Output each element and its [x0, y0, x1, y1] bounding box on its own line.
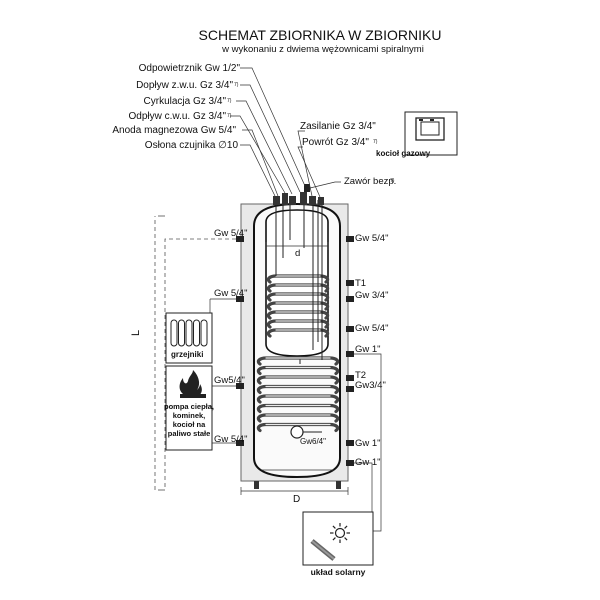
sun-icon — [330, 523, 350, 543]
gas-boiler-label: kocioł gazowy — [376, 149, 431, 158]
right-port-2: Gw 3/4" — [355, 290, 388, 301]
solar-system: układ solarny — [302, 511, 374, 577]
right-port-5: Gw3/4" — [355, 380, 386, 391]
leader-lines — [230, 67, 341, 198]
solar-label: układ solarny — [311, 567, 366, 577]
label-vent: Odpowietrznik Gw 1/2" — [139, 63, 241, 74]
sun-ray — [332, 537, 336, 541]
label-circulation: Cyrkulacja Gz 3/4" — [144, 96, 227, 107]
radiators-label: grzejniki — [171, 350, 203, 359]
radiators: grzejniki — [165, 312, 213, 364]
diagram-subtitle: w wykonaniu z dwiema wężownicami spiraln… — [221, 44, 424, 55]
sensor-t1: T1 — [355, 278, 366, 289]
svg-text:7): 7) — [227, 98, 232, 104]
svg-text:7): 7) — [390, 178, 395, 184]
right-port-4: Gw 1" — [355, 344, 381, 355]
label-supply: Zasilanie Gz 3/4" — [300, 121, 376, 132]
svg-text:D: D — [293, 494, 300, 505]
sensor-t2: T2 — [355, 370, 366, 381]
right-port-1: Gw 5/4" — [355, 233, 388, 244]
sun-ray — [332, 525, 336, 529]
label-return: Powrót Gz 3/4" — [302, 137, 369, 148]
radiator-fin — [185, 319, 193, 347]
top-nozzles — [273, 184, 324, 205]
right-port-6: Gw 1" — [355, 438, 381, 449]
left-port-3: Gw5/4" — [214, 375, 245, 386]
svg-text:7): 7) — [373, 139, 378, 145]
radiator-fin — [200, 319, 208, 347]
radiator-fin — [170, 319, 178, 347]
radiator-fin — [178, 319, 185, 347]
right-port-3: Gw 5/4" — [355, 323, 388, 334]
diagram-title: SCHEMAT ZBIORNIKA W ZBIORNIKU — [199, 27, 442, 43]
svg-text:7): 7) — [227, 113, 232, 119]
height-label: L — [130, 330, 142, 336]
heat-source-line-2: kominek, — [173, 411, 206, 420]
top-labels: Odpowietrznik Gw 1/2" Dopływ z.w.u. Gz 3… — [112, 63, 396, 187]
left-port-labels: Gw 5/4" Gw 5/4" Gw5/4" Gw 5/4" — [214, 228, 247, 445]
right-port-7: Gw 1" — [355, 457, 381, 468]
radiator-fin — [193, 319, 200, 347]
heat-source-line-3: kocioł na — [173, 420, 206, 429]
label-sensor: Osłona czujnika ∅10 — [145, 140, 239, 151]
label-anode: Anoda magnezowa Gw 5/4" — [112, 125, 236, 136]
sun-ray — [344, 525, 348, 529]
heat-source-line-1: pompa ciepła, — [164, 402, 214, 411]
svg-text:7): 7) — [234, 82, 239, 88]
heat-sources: pompa ciepła, kominek, kocioł na paliwo … — [164, 365, 214, 451]
left-port-2: Gw 5/4" — [214, 288, 247, 299]
left-port-4: Gw 5/4" — [214, 434, 247, 445]
gas-boiler: kocioł gazowy — [376, 111, 458, 158]
tank-leg — [254, 481, 259, 489]
dimension-D: D — [240, 487, 349, 505]
left-port-1: Gw 5/4" — [214, 228, 247, 239]
tank — [240, 202, 349, 489]
svg-text:d: d — [295, 248, 300, 259]
tank-leg — [336, 481, 341, 489]
dimension-d: d — [265, 242, 329, 259]
inner-port-label: Gw6/4" — [300, 437, 326, 446]
heat-source-line-4: paliwo stałe — [168, 429, 211, 438]
flame-icon — [179, 370, 202, 397]
lower-coil — [256, 356, 340, 433]
label-valve: Zawór bezp. — [344, 176, 396, 187]
right-port-labels: Gw 5/4" T1 Gw 3/4" Gw 5/4" Gw 1" T2 Gw3/… — [355, 233, 388, 468]
label-outflow: Odpływ c.w.u. Gz 3/4" — [129, 111, 227, 122]
sun-ray — [344, 537, 348, 541]
side-stubs — [236, 236, 354, 466]
label-inflow: Dopływ z.w.u. Gz 3/4" — [136, 80, 233, 91]
inner-pipes — [275, 200, 323, 360]
inner-tank — [265, 209, 329, 357]
